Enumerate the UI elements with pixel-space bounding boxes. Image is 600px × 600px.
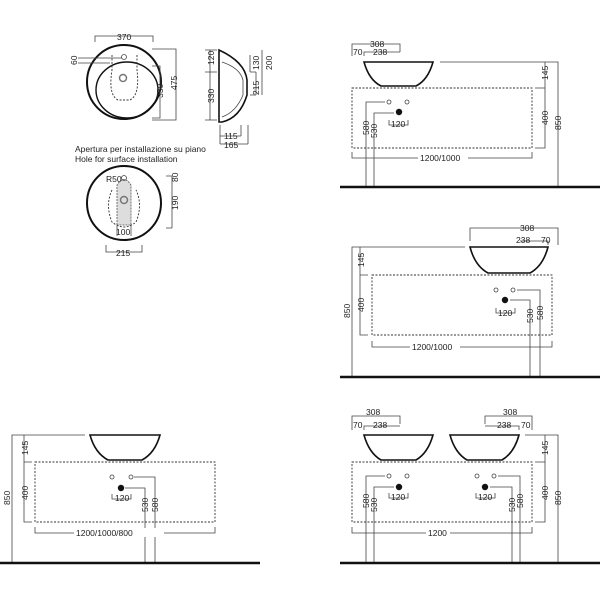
- dim-hole-w1: 100: [116, 227, 130, 237]
- dim-width: 1200/1000: [412, 342, 452, 352]
- dim-inner-right: 238: [497, 420, 511, 430]
- dim-radius: R50: [106, 174, 122, 184]
- dim-spacing: 120: [498, 308, 512, 318]
- dim-offset-right: 70: [521, 420, 531, 430]
- dim-top: 120: [206, 51, 216, 65]
- dim-total-height: 850: [553, 491, 563, 505]
- dim-hole-h2: 190: [170, 196, 180, 210]
- dim-side-bowl: 330: [206, 89, 216, 103]
- dim-inner-left: 238: [373, 420, 387, 430]
- dim-width: 1200/1000: [420, 153, 460, 163]
- dim-offset: 70: [541, 235, 551, 245]
- dim-530: 530: [140, 498, 150, 512]
- dim-total-height: 850: [342, 304, 352, 318]
- dim-tap: 60: [69, 55, 79, 65]
- dim-overall: 308: [370, 39, 384, 49]
- dim-580: 580: [361, 121, 371, 135]
- dim-offset: 70: [353, 47, 363, 57]
- dim-580: 580: [535, 306, 545, 320]
- dim-inner: 238: [516, 235, 530, 245]
- dim-580: 580: [150, 498, 160, 512]
- layout-bottom-right: 120 120 308 70 238 308 238 70 145 400 85…: [340, 407, 600, 565]
- dim-w1: 115: [224, 131, 238, 141]
- dim-depth: 475: [169, 76, 179, 90]
- dim-h3: 215: [251, 81, 261, 95]
- caption-english: Hole for surface installation: [75, 154, 178, 164]
- dim-cabinet-height: 400: [20, 486, 30, 500]
- dim-overall: 308: [520, 223, 534, 233]
- dim-spacing-right: 120: [478, 492, 492, 502]
- dim-overall-right: 308: [503, 407, 517, 417]
- dim-530: 530: [369, 124, 379, 138]
- caption-italian: Apertura per installazione su piano: [75, 144, 206, 154]
- dim-530: 530: [525, 309, 535, 323]
- dim-cabinet-height: 400: [540, 486, 550, 500]
- layout-mid-right: 120 308 238 70 145 400 850 530 580 1200/…: [340, 223, 600, 379]
- dim-overall-left: 308: [366, 407, 380, 417]
- dim-w2: 165: [224, 140, 238, 150]
- side-view: 120 330 130 200 215 115 165: [205, 48, 274, 150]
- dim-h2: 200: [264, 56, 274, 70]
- layout-bottom-left: 120 145 400 850 530 580 1200/1000/800: [0, 434, 260, 565]
- dim-530-left: 530: [369, 498, 379, 512]
- hole-view: R50 80 190 100 215: [86, 165, 180, 258]
- dim-offset-left: 70: [353, 420, 363, 430]
- dim-width: 1200: [428, 528, 447, 538]
- dim-hole-w2: 215: [116, 248, 130, 258]
- dim-width: 1200/1000/800: [76, 528, 133, 538]
- dim-basin-height: 145: [540, 441, 550, 455]
- dim-spacing: 120: [115, 493, 129, 503]
- dim-580-right: 580: [515, 494, 525, 508]
- dim-h1: 130: [251, 56, 261, 70]
- dim-spacing-left: 120: [391, 492, 405, 502]
- dim-580-left: 580: [361, 494, 371, 508]
- layout-top-right: 120 308 70 238 145 400 850 580 530 1200/…: [340, 39, 600, 189]
- dim-basin-height: 145: [356, 253, 366, 267]
- dim-cabinet-height: 400: [356, 298, 366, 312]
- plan-view: 370 60 330 475: [69, 32, 179, 121]
- dim-hole-h1: 80: [170, 172, 180, 182]
- dim-total-height: 850: [553, 116, 563, 130]
- dim-530-right: 530: [507, 498, 517, 512]
- dim-basin-height: 145: [20, 441, 30, 455]
- dim-total-height: 850: [2, 491, 12, 505]
- dim-bowl: 330: [155, 84, 165, 98]
- dim-inner: 238: [373, 47, 387, 57]
- dim-cabinet-height: 400: [540, 111, 550, 125]
- dim-width: 370: [117, 32, 131, 42]
- dim-basin-height: 145: [540, 66, 550, 80]
- dim-spacing: 120: [391, 119, 405, 129]
